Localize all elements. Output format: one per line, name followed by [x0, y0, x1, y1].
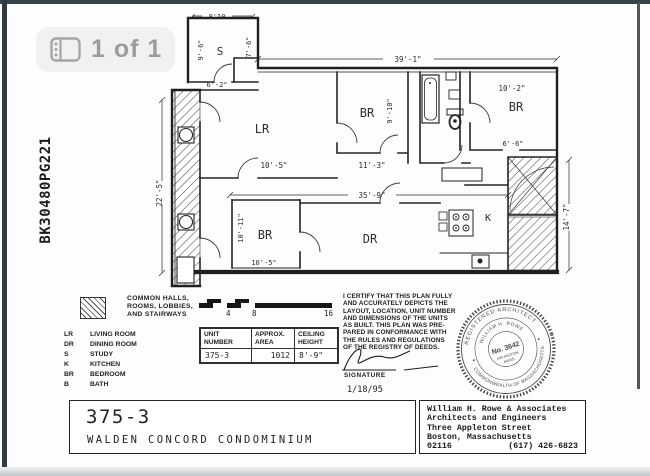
dim-study-width: 8'10: [209, 13, 226, 21]
kitchen-fixtures: [438, 167, 490, 269]
dim-bed-tr-closet: 6'-6": [502, 140, 523, 148]
seal-star-left: ★: [471, 357, 476, 363]
firm-block: William H. Rowe & Associates Architects …: [419, 400, 586, 454]
firm-address-lines: William H. Rowe & Associates Architects …: [427, 405, 567, 442]
title-block: 375-3 WALDEN CONCORD CONDOMINIUM: [69, 400, 416, 454]
dim-bed-tr-width: 10'-2": [498, 84, 525, 93]
abbr-key: BR: [64, 370, 74, 378]
title-unit-number: 375-3: [86, 406, 151, 428]
unit-data-table: UNIT NUMBER APPROX. AREA CEILING HEIGHT …: [199, 327, 339, 365]
abbr-name: DINING ROOM: [90, 340, 137, 348]
dim-overall-width: 39'-1": [394, 55, 421, 64]
corridor-columns: [176, 126, 195, 284]
signature-mark: [342, 348, 439, 371]
dim-bed-bl-width: 10'-5": [251, 259, 276, 267]
abbr-name: BEDROOM: [90, 370, 126, 378]
graphic-scale-bar: 4 8 16: [199, 299, 335, 321]
hatch-legend-label: COMMON HALLS, ROOMS, LOBBIES, AND STAIRW…: [127, 295, 194, 318]
registry-book-page-text: BK30480PG221: [38, 136, 54, 244]
abbr-key: K: [64, 360, 69, 368]
title-project-name: WALDEN CONCORD CONDOMINIUM: [87, 434, 314, 446]
abbr-name: BATH: [90, 380, 109, 388]
stairway-detail: [507, 156, 558, 216]
hatch-legend-swatch: [80, 297, 106, 319]
interior-walls: [187, 57, 558, 287]
common-area-hatching: [171, 89, 558, 287]
firm-zip: 02116: [427, 442, 452, 452]
left-border-strip: [2, 0, 7, 476]
dim-living-width: 10'-5": [260, 161, 287, 170]
top-border-bar: [0, 0, 650, 4]
door-swings: [199, 63, 491, 259]
photo-counter-badge[interactable]: 1 of 1: [36, 27, 175, 72]
legend-row: DR DINING ROOM: [64, 339, 204, 349]
room-label-study: S: [217, 45, 224, 58]
room-label-bed-mid: BR: [360, 106, 375, 120]
abbreviation-legend: LR LIVING ROOM DR DINING ROOM S STUDY K KITC…: [64, 329, 204, 389]
col-approx-area: APPROX. AREA: [251, 327, 295, 350]
ceiling-height-value: 8'-9": [294, 348, 339, 364]
abbr-key: DR: [64, 340, 74, 348]
dim-bed-bl-height: 10'-11": [237, 213, 245, 243]
exterior-walls: [170, 16, 560, 288]
dim-bed-mid-height: 9'-10": [386, 98, 394, 123]
room-label-bed-bl: BR: [258, 228, 273, 242]
abbr-name: KITCHEN: [90, 360, 121, 368]
seal-star-right: ★: [536, 336, 541, 342]
dim-left-height: 22'-5": [155, 179, 164, 206]
abbr-name: LIVING ROOM: [90, 330, 136, 338]
room-label-kitchen: K: [485, 213, 491, 224]
seal-state: MASS.: [503, 357, 515, 364]
room-label-bed-tr: BR: [509, 100, 524, 114]
scan-edge-line: [637, 3, 640, 389]
seal-outer-top: REGISTERED ARCHITECT: [457, 297, 538, 347]
legend-row: K KITCHEN: [64, 359, 204, 369]
dim-study-right: 7'-6": [245, 36, 253, 57]
abbr-key: LR: [64, 330, 74, 338]
certification-text: I CERTIFY THAT THIS PLAN FULLY AND ACCUR…: [343, 293, 456, 352]
room-label-living: LR: [255, 122, 270, 136]
dimension-labels: 39'-1" 8'10 9'-6" 7'-6" 6'-2" 22'-5" 10'…: [155, 13, 571, 267]
abbr-key: B: [64, 380, 69, 388]
svg-text:REGISTERED ARCHITECT: REGISTERED ARCHITECT: [457, 297, 538, 347]
abbr-name: STUDY: [90, 350, 114, 358]
room-label-dining: DR: [363, 232, 378, 246]
bathroom-fixtures: [421, 71, 464, 130]
legend-row: B BATH: [64, 379, 204, 389]
legend-row: S STUDY: [64, 349, 204, 359]
col-ceiling-height: CEILING HEIGHT: [294, 327, 339, 350]
scale-tick: 16: [324, 309, 334, 318]
dim-hall-length: 35'-9": [358, 191, 385, 200]
legend-row: BR BEDROOM: [64, 369, 204, 379]
approx-area-value: 1012: [251, 348, 295, 364]
dim-study-left: 9'-6": [197, 39, 205, 60]
seal-town: ARLINGTON,: [497, 350, 520, 361]
photo-counter-label: 1 of 1: [91, 35, 163, 63]
col-unit-number: UNIT NUMBER: [199, 327, 252, 350]
dim-bed-mid-width: 11'-3": [358, 161, 385, 170]
legend-row: LR LIVING ROOM: [64, 329, 204, 339]
unit-number-value: 375-3: [199, 348, 252, 364]
scale-tick: 4: [226, 309, 231, 318]
dim-study-bottom: 6'-2": [206, 81, 227, 89]
signature-label: SIGNATURE: [344, 372, 386, 379]
certification-date: 1/18/95: [347, 385, 383, 395]
dim-right-height: 14'-7": [562, 203, 571, 230]
bottom-shadow-strip: [0, 467, 650, 476]
dimension-lines: [158, 13, 573, 277]
gallery-icon: [50, 37, 81, 62]
scale-tick: 8: [252, 309, 257, 318]
floor-plan-drawing: 39'-1" 8'10 9'-6" 7'-6" 6'-2" 22'-5" 10'…: [155, 13, 573, 288]
firm-phone: (617) 426-6823: [508, 442, 578, 452]
architect-seal: REGISTERED ARCHITECT COMMONWEALTH OF MAS…: [456, 297, 556, 399]
abbr-key: S: [64, 350, 69, 358]
room-labels: S LR BR BR BR DR K: [217, 45, 524, 246]
